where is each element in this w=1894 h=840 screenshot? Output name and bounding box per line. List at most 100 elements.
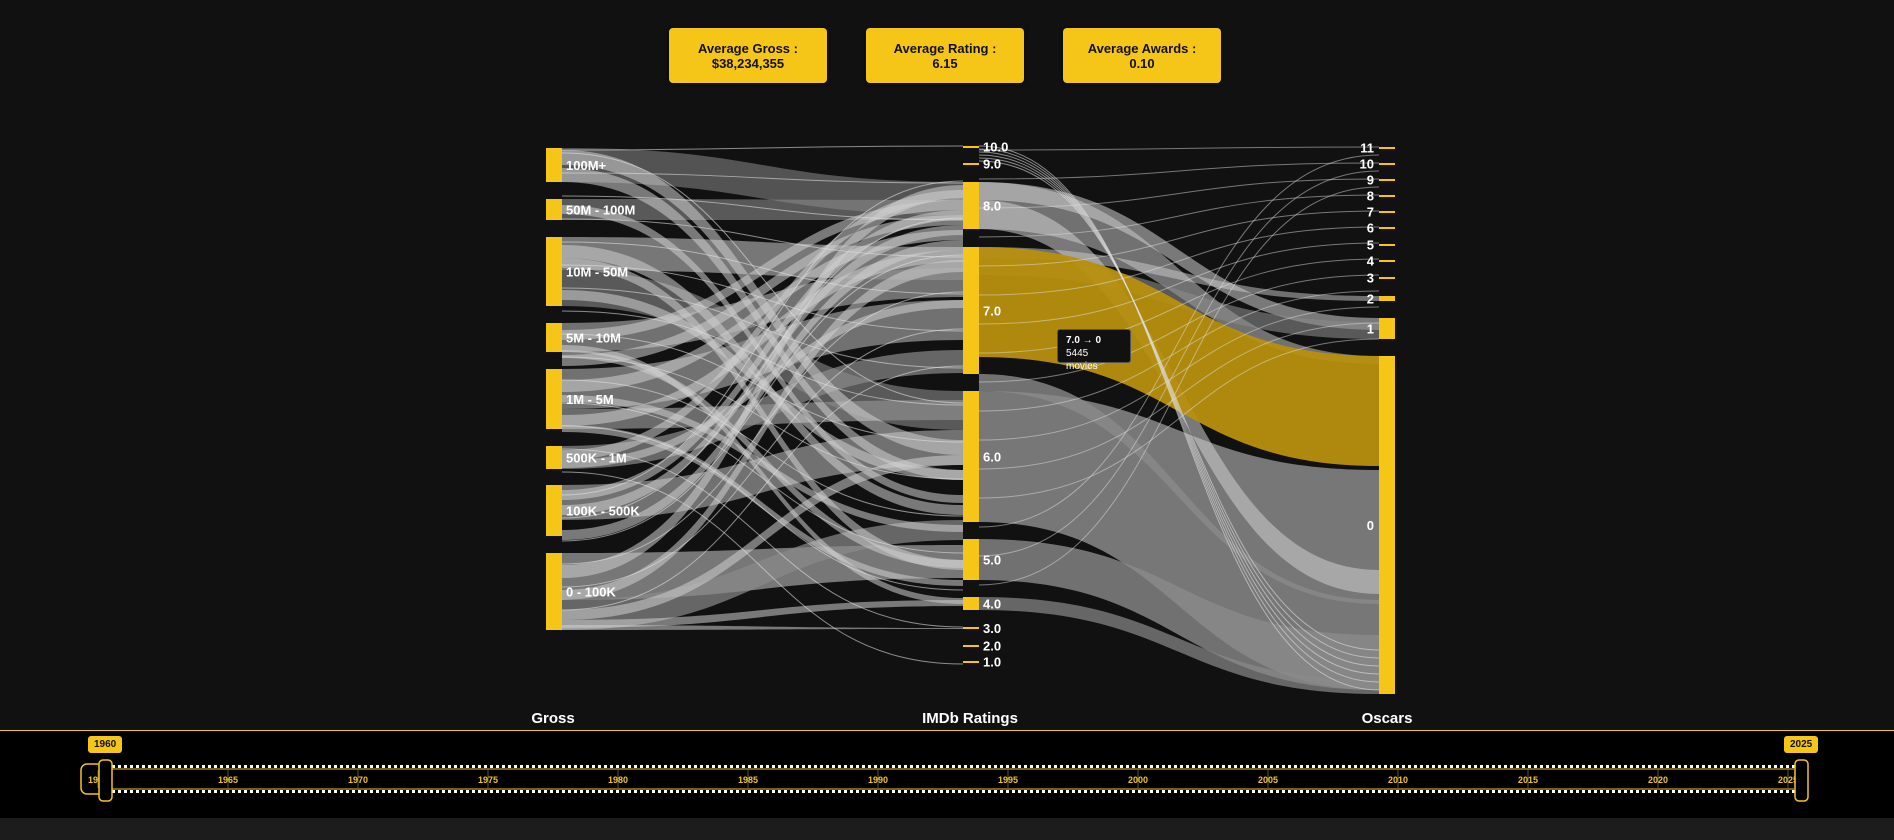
link-rating-oscars-thin[interactable] bbox=[978, 154, 1380, 528]
link-rating-oscars-thin[interactable] bbox=[978, 210, 1380, 267]
link-rating-oscars-thin[interactable] bbox=[978, 306, 1380, 441]
oscars-node[interactable] bbox=[1379, 356, 1395, 694]
link-rating-oscars[interactable] bbox=[979, 539, 1379, 690]
link-gross-rating-cross[interactable] bbox=[562, 230, 963, 392]
rating-node[interactable] bbox=[963, 539, 979, 580]
link-rating-oscars[interactable] bbox=[979, 391, 1379, 690]
link-rating-oscars-thin[interactable] bbox=[978, 226, 1380, 296]
rating-node[interactable] bbox=[963, 163, 979, 165]
gross-node[interactable] bbox=[546, 237, 562, 306]
link-gross-rating-cross[interactable] bbox=[562, 600, 963, 628]
link-gross-rating-cross[interactable] bbox=[562, 200, 963, 340]
link-rating-oscars-thin[interactable] bbox=[978, 157, 1380, 659]
link-gross-rating-thin[interactable] bbox=[561, 152, 964, 404]
link-gross-rating-cross[interactable] bbox=[562, 425, 963, 586]
link-gross-rating-cross[interactable] bbox=[562, 260, 963, 600]
link-gross-rating-thin[interactable] bbox=[561, 145, 964, 151]
link-rating-oscars-thin[interactable] bbox=[978, 160, 1380, 651]
oscars-node[interactable] bbox=[1379, 211, 1395, 213]
link-gross-rating-cross[interactable] bbox=[562, 215, 963, 366]
link-gross-rating-thin[interactable] bbox=[561, 291, 964, 565]
rating-node[interactable] bbox=[963, 146, 979, 148]
link-gross-rating-thin[interactable] bbox=[561, 328, 964, 588]
oscars-node[interactable] bbox=[1379, 179, 1395, 181]
link-rating-oscars[interactable] bbox=[979, 597, 1379, 694]
link-rating-oscars-thin[interactable] bbox=[978, 258, 1380, 354]
link-rating-oscars-thin[interactable] bbox=[978, 290, 1380, 412]
oscars-node[interactable] bbox=[1379, 244, 1395, 246]
link-rating-oscars-thin[interactable] bbox=[978, 148, 1380, 683]
rating-node[interactable] bbox=[963, 627, 979, 629]
link-gross-rating-cross[interactable] bbox=[562, 350, 963, 568]
rating-node[interactable] bbox=[963, 391, 979, 522]
oscars-node[interactable] bbox=[1379, 163, 1395, 165]
oscars-node[interactable] bbox=[1379, 296, 1395, 301]
oscars-node[interactable] bbox=[1379, 277, 1395, 279]
rating-node[interactable] bbox=[963, 247, 979, 374]
link-gross-rating-thin[interactable] bbox=[561, 218, 964, 258]
link-gross-rating-cross[interactable] bbox=[562, 190, 963, 460]
link-rating-oscars-thin[interactable] bbox=[978, 194, 1380, 238]
link-gross-rating-cross[interactable] bbox=[562, 258, 963, 570]
link-gross-rating-thin[interactable] bbox=[561, 333, 964, 443]
link-gross-rating-thin[interactable] bbox=[561, 254, 964, 542]
gross-node[interactable] bbox=[546, 485, 562, 536]
link-gross-rating-thin[interactable] bbox=[561, 195, 964, 221]
link-gross-rating-thin[interactable] bbox=[561, 356, 964, 480]
link-rating-oscars-thin[interactable] bbox=[978, 186, 1380, 586]
link-gross-rating-cross[interactable] bbox=[562, 395, 963, 532]
link-gross-rating-thin[interactable] bbox=[561, 471, 964, 665]
link-gross-rating-cross[interactable] bbox=[562, 150, 963, 455]
link-gross-rating-thin[interactable] bbox=[561, 425, 964, 591]
link-rating-oscars-thin[interactable] bbox=[978, 178, 1380, 209]
link-gross-rating-thin[interactable] bbox=[561, 379, 964, 517]
link-rating-oscars-thin[interactable] bbox=[978, 274, 1380, 383]
link-rating-oscars-thin[interactable] bbox=[978, 145, 1380, 691]
gross-node[interactable] bbox=[546, 369, 562, 429]
link-rating-oscars-thin[interactable] bbox=[978, 151, 1380, 675]
oscars-node[interactable] bbox=[1379, 147, 1395, 149]
end-year-handle[interactable] bbox=[1794, 759, 1809, 802]
link-gross-rating-thin[interactable] bbox=[561, 241, 964, 295]
gross-node[interactable] bbox=[546, 199, 562, 220]
rating-node[interactable] bbox=[963, 661, 979, 663]
start-year-handle[interactable] bbox=[98, 759, 113, 802]
link-gross-rating-thin[interactable] bbox=[561, 217, 964, 519]
link-rating-oscars-thin[interactable] bbox=[978, 146, 1380, 151]
oscars-node[interactable] bbox=[1379, 195, 1395, 197]
link-gross-rating-thin[interactable] bbox=[561, 365, 964, 611]
link-gross-rating-thin[interactable] bbox=[561, 402, 964, 554]
link-gross-rating-cross[interactable] bbox=[562, 240, 963, 540]
link-gross-rating-cross[interactable] bbox=[562, 225, 963, 515]
link-gross-rating-thin[interactable] bbox=[561, 264, 964, 332]
link-rating-oscars-thin[interactable] bbox=[978, 322, 1380, 470]
gross-node[interactable] bbox=[546, 553, 562, 630]
link-rating-oscars-thin[interactable] bbox=[978, 162, 1380, 180]
link-rating-oscars-thin[interactable] bbox=[978, 154, 1380, 667]
sankey-nodes[interactable] bbox=[546, 146, 1395, 694]
link-rating-oscars-thin[interactable] bbox=[978, 170, 1380, 557]
sankey-links[interactable] bbox=[561, 145, 1380, 694]
oscars-node[interactable] bbox=[1379, 260, 1395, 262]
link-rating-7-to-oscars-0[interactable] bbox=[979, 247, 1379, 466]
link-gross-rating-thin[interactable] bbox=[561, 180, 964, 496]
link-gross-rating-thin[interactable] bbox=[561, 448, 964, 628]
gross-node[interactable] bbox=[546, 323, 562, 352]
rating-node[interactable] bbox=[963, 182, 979, 229]
link-gross-rating-thin[interactable] bbox=[561, 310, 964, 406]
link-gross-rating-cross[interactable] bbox=[562, 345, 963, 604]
link-gross-rating-thin[interactable] bbox=[561, 172, 964, 184]
gross-node[interactable] bbox=[546, 446, 562, 469]
rating-node[interactable] bbox=[963, 645, 979, 647]
link-gross-rating[interactable] bbox=[562, 148, 963, 215]
link-gross-rating-cross[interactable] bbox=[562, 625, 963, 630]
oscars-node[interactable] bbox=[1379, 318, 1395, 339]
link-gross-rating-thin[interactable] bbox=[561, 287, 964, 369]
gross-node[interactable] bbox=[546, 148, 562, 182]
oscars-node[interactable] bbox=[1379, 227, 1395, 229]
link-rating-oscars-thin[interactable] bbox=[978, 242, 1380, 325]
link-rating-oscars[interactable] bbox=[979, 182, 1379, 330]
